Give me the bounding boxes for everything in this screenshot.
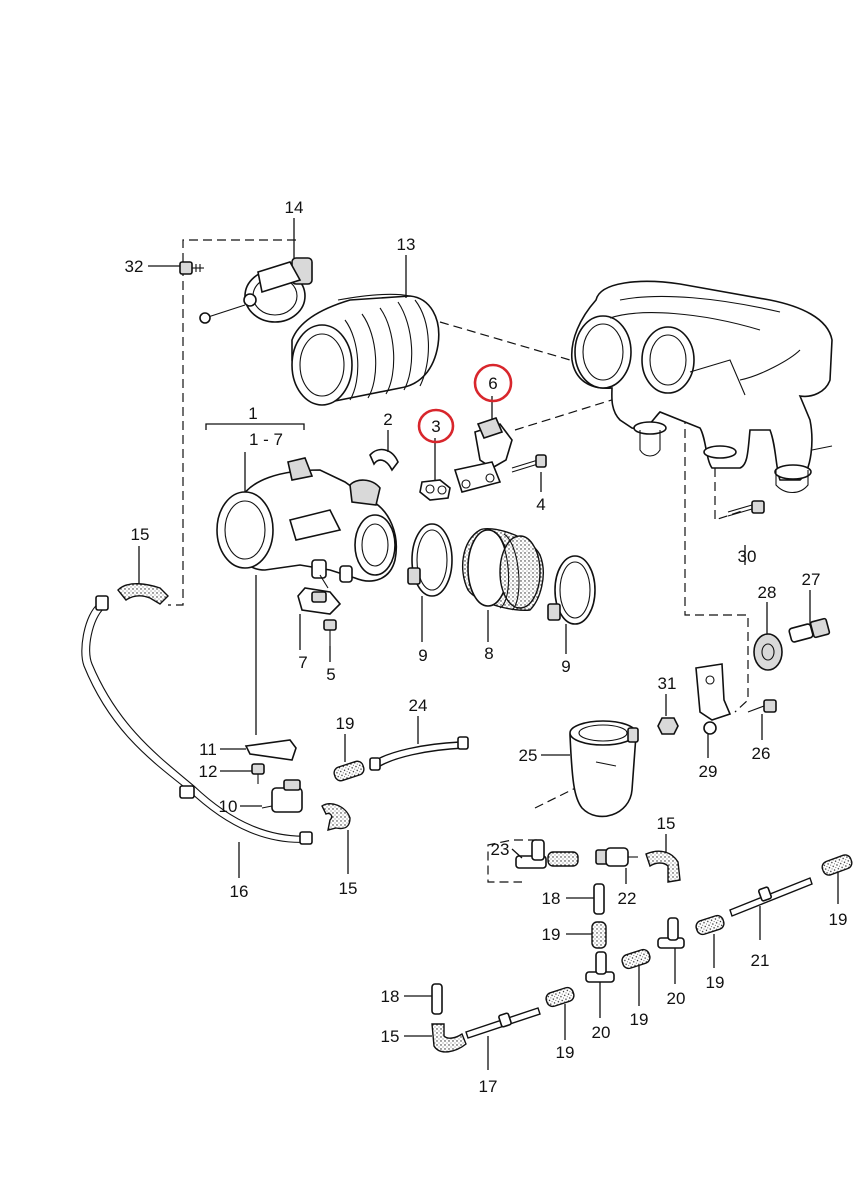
part-22-check-valve	[595, 847, 638, 867]
part-5-bolt	[323, 619, 337, 646]
part-15-elbow-a	[321, 802, 351, 831]
part-30-bolt	[727, 500, 765, 517]
part-31-nut	[657, 717, 679, 735]
callout-14: 14	[285, 198, 304, 217]
part-7-bracket	[297, 587, 342, 615]
part-19-hose-e	[621, 948, 651, 970]
part-19-hose-c	[695, 914, 725, 936]
callout-27: 27	[802, 570, 821, 589]
callout-labels: 14 32 13 6 3 2 4 1 1 - 7 15 7 5 9 8 9 30…	[125, 198, 848, 1096]
callout-5: 5	[326, 665, 335, 684]
part-19-hose-a	[333, 760, 365, 782]
part-32-bolt	[179, 261, 204, 275]
callout-11: 11	[199, 740, 217, 759]
part-20-tee-b	[585, 951, 615, 983]
part-14-valve	[199, 257, 313, 324]
callout-19-d: 19	[706, 973, 725, 992]
part-24-line	[369, 736, 469, 771]
callout-28: 28	[758, 583, 777, 602]
callout-13: 13	[397, 235, 416, 254]
part-26-bolt	[747, 699, 777, 713]
part-28-nut	[753, 633, 783, 671]
callout-31: 31	[658, 674, 677, 693]
callout-17: 17	[479, 1077, 498, 1096]
callout-8: 8	[484, 644, 493, 663]
part-18-pipe-a	[593, 883, 605, 915]
part-21-pipe	[729, 877, 813, 917]
part-4-bolt	[511, 454, 547, 473]
highlight-marks	[417, 363, 513, 444]
callout-19-f: 19	[556, 1043, 575, 1062]
part-27-sensor	[788, 617, 831, 643]
part-8-boot	[461, 528, 544, 612]
callout-10: 10	[219, 797, 238, 816]
callout-12: 12	[199, 762, 218, 781]
callout-6: 6	[488, 374, 497, 393]
callout-19-a: 19	[336, 714, 355, 733]
part-29-bracket	[695, 663, 732, 735]
part-23-tee	[515, 839, 579, 869]
callout-29: 29	[699, 762, 718, 781]
callout-19-c: 19	[829, 910, 848, 929]
part-19-hose-b	[591, 921, 607, 949]
leader-lines	[138, 218, 839, 1070]
callout-23: 23	[491, 840, 510, 859]
callout-2: 2	[383, 410, 392, 429]
part-20-tee-a	[657, 917, 685, 949]
part-9-clamp-left	[407, 523, 453, 597]
callout-15-d: 15	[381, 1027, 400, 1046]
part-15-elbow-d	[431, 1023, 467, 1053]
callout-20-b: 20	[592, 1023, 611, 1042]
part-2-clip	[369, 448, 399, 472]
callout-16: 16	[230, 882, 249, 901]
part-17-pipe	[465, 1007, 541, 1039]
highlight-circle-3	[417, 408, 455, 444]
callout-22: 22	[618, 889, 637, 908]
part-13-bellows	[291, 293, 440, 406]
callout-1: 1	[248, 404, 257, 423]
callout-30: 30	[738, 547, 757, 566]
part-12-bolt	[251, 763, 265, 784]
part-18-pipe-b	[431, 983, 443, 1015]
part-6-valve	[453, 417, 513, 493]
callout-21: 21	[751, 951, 770, 970]
part-1-throttle-body	[216, 457, 397, 589]
callout-20-a: 20	[667, 989, 686, 1008]
callout-19-e: 19	[630, 1010, 649, 1029]
callout-15-b: 15	[339, 879, 358, 898]
part-25-canister	[569, 720, 639, 818]
callout-15-c: 15	[657, 814, 676, 833]
callout-9-b: 9	[561, 657, 570, 676]
part-15-elbow-c	[645, 850, 681, 883]
highlight-circle-6	[473, 363, 513, 403]
callout-1-7: 1 - 7	[249, 430, 283, 449]
callout-32: 32	[125, 257, 144, 276]
part-19-hose-d	[821, 854, 853, 876]
part-3-gasket	[419, 479, 451, 501]
callout-7: 7	[298, 653, 307, 672]
callout-25: 25	[519, 746, 538, 765]
part-15-elbow-b	[117, 583, 169, 605]
callout-4: 4	[536, 495, 545, 514]
part-11-bracket	[244, 739, 297, 761]
callout-15-a: 15	[131, 525, 150, 544]
part-10-valve	[261, 779, 303, 813]
callout-3: 3	[431, 417, 440, 436]
callout-24: 24	[409, 696, 428, 715]
callout-9-a: 9	[418, 646, 427, 665]
part-16-hose	[81, 595, 313, 845]
intake-manifold	[570, 280, 833, 494]
callout-26: 26	[752, 744, 771, 763]
callout-19-b: 19	[542, 925, 561, 944]
part-19-hose-f	[545, 986, 575, 1008]
callout-18-a: 18	[542, 889, 561, 908]
part-9-clamp-right	[547, 555, 596, 625]
callout-18-b: 18	[381, 987, 400, 1006]
